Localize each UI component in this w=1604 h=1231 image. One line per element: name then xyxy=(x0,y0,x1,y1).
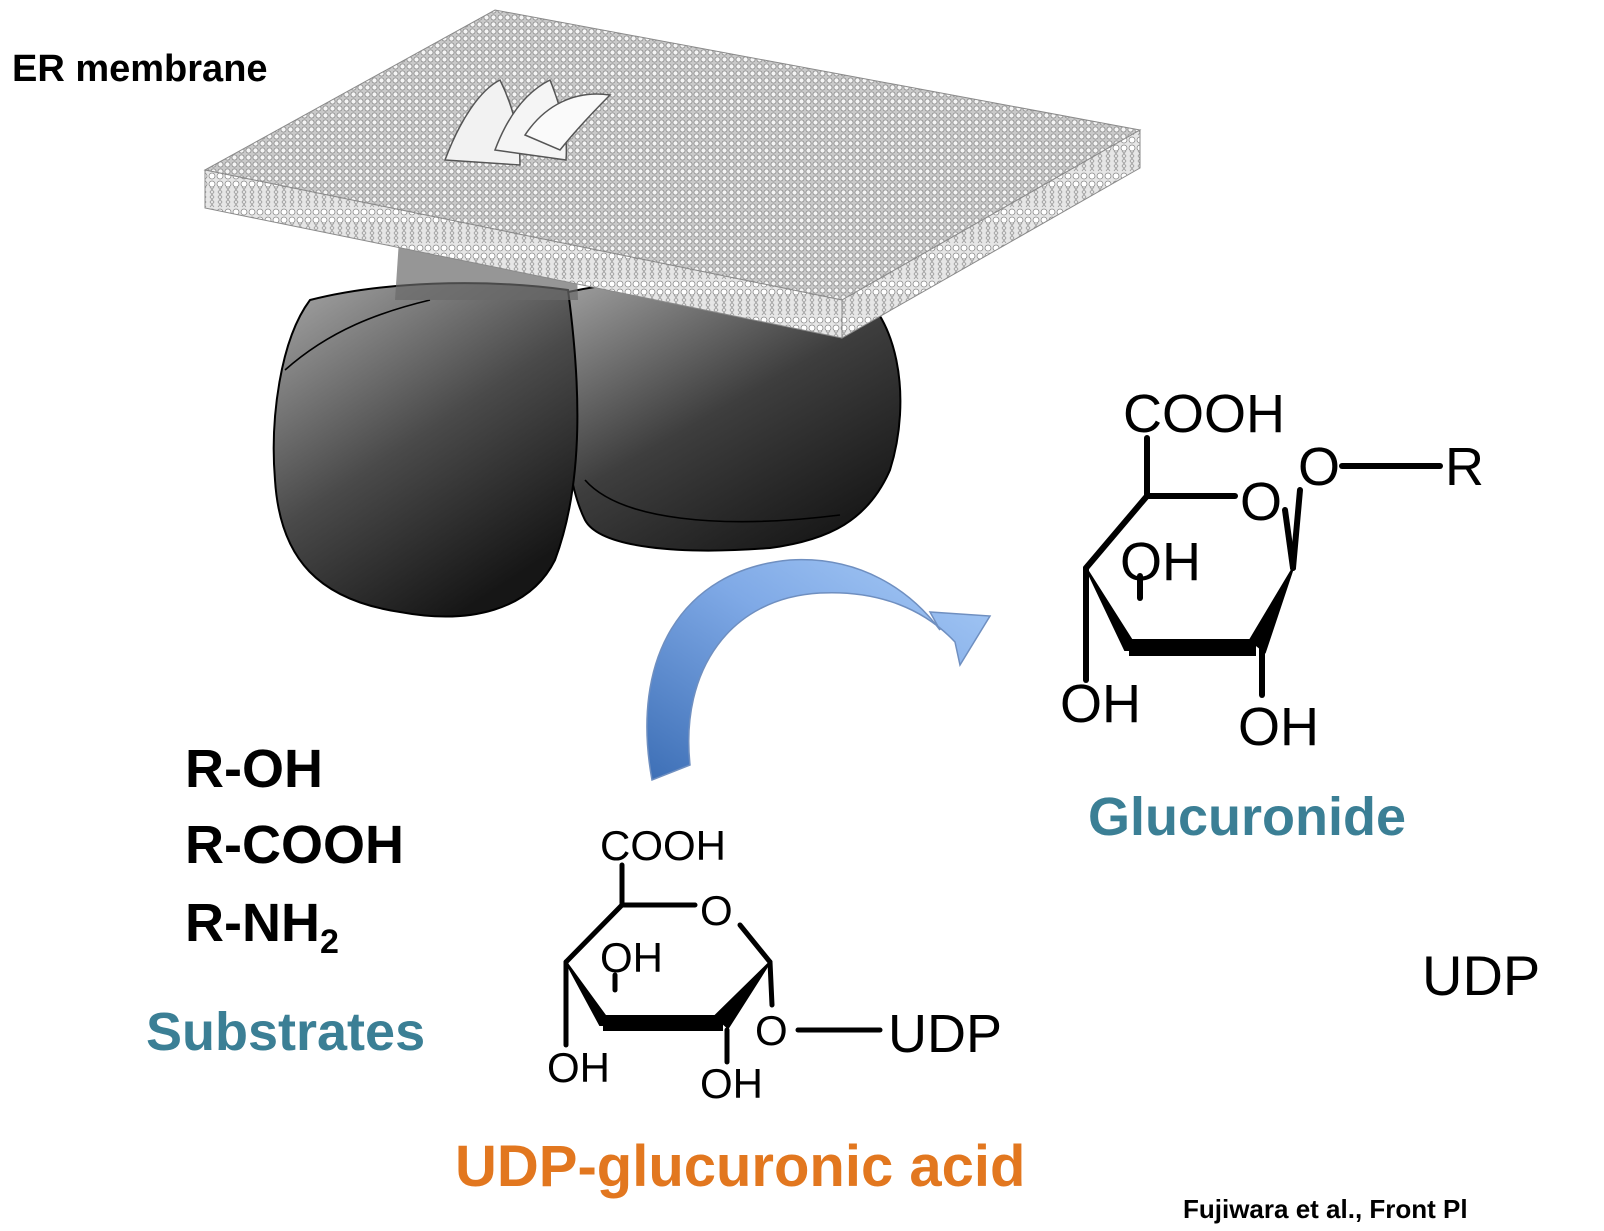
udpga-oh-left: OH xyxy=(547,1044,610,1091)
transmembrane-helices xyxy=(443,78,612,166)
udpga-ring-o: O xyxy=(700,887,733,934)
glucuronide-linker-o: O xyxy=(1298,437,1340,497)
glucuronide-r-group: R xyxy=(1445,437,1484,497)
membrane-top-surface xyxy=(203,9,1142,301)
er-membrane-illustration xyxy=(203,9,1142,339)
glucuronide-oh-left: OH xyxy=(1060,674,1141,734)
glucuronide-oh-inner: OH xyxy=(1120,532,1201,592)
er-membrane-label: ER membrane xyxy=(12,48,268,90)
reaction-arrow xyxy=(646,558,992,782)
udpga-label: UDP-glucuronic acid xyxy=(455,1134,1026,1199)
glucuronide-cooh: COOH xyxy=(1123,384,1285,444)
substrate-r-cooh: R-COOH xyxy=(185,815,404,875)
glucuronide-oh-right: OH xyxy=(1238,697,1319,757)
ugt-enzyme-illustration xyxy=(272,225,902,618)
citation-text: Fujiwara et al., Front Pl xyxy=(1183,1194,1468,1224)
udp-product-label: UDP xyxy=(1422,944,1541,1007)
udpga-oh-right: OH xyxy=(700,1060,763,1107)
udpga-structure xyxy=(563,862,883,1065)
glucuronide-structure xyxy=(1083,435,1443,698)
enzyme-left-lobe xyxy=(272,282,579,618)
udpga-udp-group: UDP xyxy=(888,1004,1002,1064)
udpga-linker-o: O xyxy=(755,1007,788,1054)
udpga-oh-inner: OH xyxy=(600,934,663,981)
substrates-label: Substrates xyxy=(146,1002,426,1062)
substrate-r-nh-text: R-NH xyxy=(185,893,320,953)
substrate-r-nh2: R-NH2 xyxy=(185,896,339,959)
substrate-r-oh: R-OH xyxy=(185,739,323,799)
membrane-side-right xyxy=(841,129,1141,339)
glucuronide-ring-o: O xyxy=(1240,472,1282,532)
glucuronide-label: Glucuronide xyxy=(1088,787,1407,847)
udpga-cooh: COOH xyxy=(600,822,726,869)
substrate-nh2-subscript: 2 xyxy=(319,922,339,961)
